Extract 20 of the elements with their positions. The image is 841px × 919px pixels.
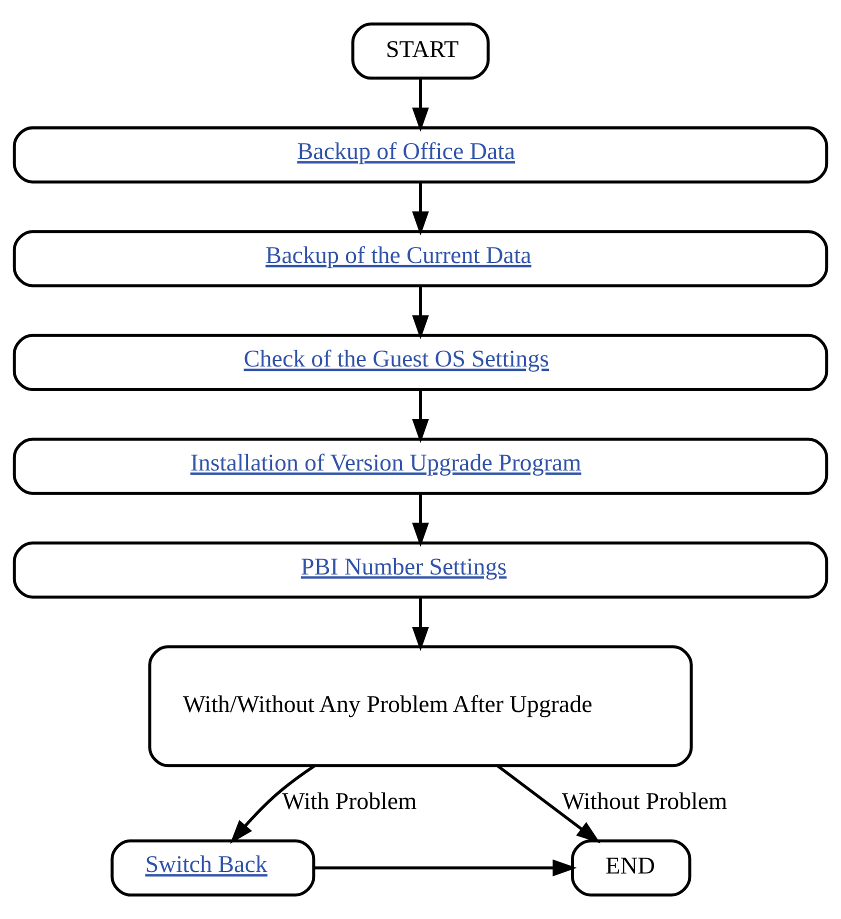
node-box: PBI Number Settings	[12, 541, 828, 599]
node-box: START	[351, 22, 490, 80]
node-box: Check of the Guest OS Settings	[12, 334, 828, 392]
node-box: Installation of Version Upgrade Program	[12, 438, 828, 495]
edge-label: With Problem	[282, 788, 417, 815]
arrow	[412, 286, 429, 340]
arrow	[412, 597, 429, 652]
arrow	[230, 764, 316, 844]
node-box: Switch Back	[110, 839, 316, 896]
node-box: Backup of Office Data	[12, 126, 828, 184]
arrow	[412, 390, 429, 444]
arrow	[314, 859, 577, 876]
node-box: With/Without Any Problem After Upgrade	[148, 645, 693, 768]
arrow	[412, 494, 429, 547]
arrow	[412, 78, 429, 132]
node-box: Backup of the Current Data	[12, 230, 828, 288]
arrow	[412, 182, 429, 236]
arrow	[496, 764, 600, 844]
node-box: END	[570, 839, 692, 896]
edge-label: Without Problem	[562, 788, 728, 815]
